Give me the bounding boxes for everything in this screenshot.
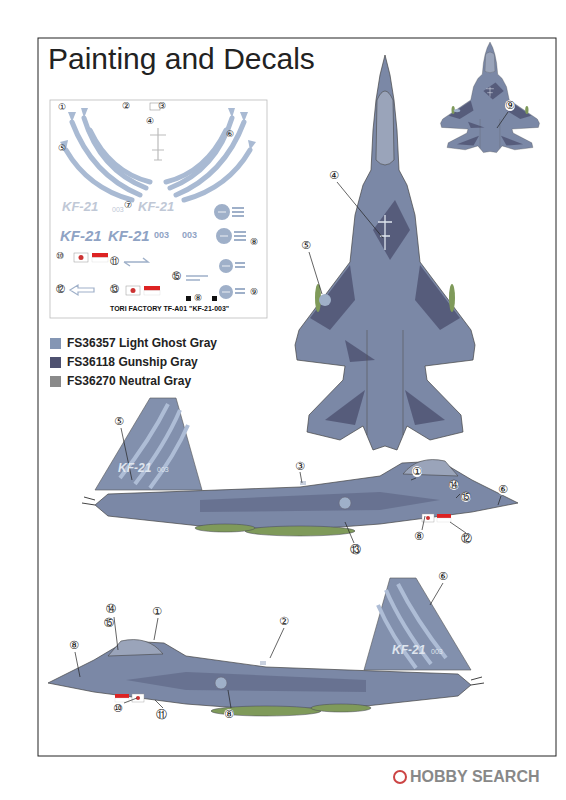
callout-number: ⑥ bbox=[438, 571, 448, 582]
callout-number: ⑤ bbox=[58, 144, 66, 153]
legend-swatch bbox=[50, 338, 61, 349]
decal-text: KF-21 bbox=[138, 200, 174, 213]
callout-number: ⑩ bbox=[56, 252, 64, 261]
callout-number: ⑭ bbox=[106, 604, 116, 614]
callout-number: ⑫ bbox=[461, 533, 472, 544]
callout-number: ⑤ bbox=[114, 416, 124, 427]
callout-number: ⑪ bbox=[156, 709, 167, 720]
legend-text: FS36270 Neutral Gray bbox=[67, 375, 191, 387]
legend-row: FS36118 Gunship Gray bbox=[50, 355, 181, 369]
callout-number: ③ bbox=[158, 102, 166, 111]
callout-number: ① bbox=[58, 103, 66, 112]
callout-number: ⑮ bbox=[104, 618, 114, 628]
legend-row: FS36357 Light Ghost Gray bbox=[50, 336, 200, 350]
callout-number: ① bbox=[152, 606, 162, 617]
legend-row: FS36270 Neutral Gray bbox=[50, 374, 174, 388]
callout-number: ⑪ bbox=[110, 257, 119, 266]
callout-number: ⑫ bbox=[56, 285, 65, 294]
callout-number: ⑮ bbox=[461, 492, 471, 502]
decal-text: 003 bbox=[182, 231, 197, 240]
aircraft-top-view bbox=[295, 55, 475, 450]
marking-text: KF-21 bbox=[392, 644, 425, 656]
legend-swatch bbox=[50, 357, 61, 368]
decal-text: 003 bbox=[112, 206, 124, 213]
callout-number: ⑮ bbox=[172, 272, 181, 281]
marking-text: 003 bbox=[157, 466, 169, 473]
decal-sheet: ①②③④⑤⑥KF-21003⑦KF-21KF-21KF-21003003⑧⑩⑪⑨… bbox=[50, 100, 267, 318]
marking-text: 003 bbox=[431, 648, 443, 655]
legend-swatch bbox=[50, 376, 61, 387]
callout-number: ④ bbox=[146, 117, 154, 126]
decal-text: TORI FACTORY TF-A01 "KF-21-003" bbox=[110, 305, 229, 312]
watermark: HOBBY SEARCH bbox=[410, 769, 540, 785]
callout-number: ⑨ bbox=[505, 100, 515, 111]
title: Painting and Decals bbox=[48, 44, 315, 74]
callout-number: ⑧ bbox=[69, 640, 79, 651]
callout-number: ⑩ bbox=[113, 703, 123, 714]
legend-text: FS36118 Gunship Gray bbox=[67, 356, 198, 368]
marking-text: KF-21 bbox=[118, 462, 151, 474]
callout-number: ⑦ bbox=[124, 201, 132, 210]
callout-number: ② bbox=[279, 616, 289, 627]
callout-number: ① bbox=[412, 466, 422, 477]
callout-number: ⑤ bbox=[301, 240, 311, 251]
callout-number: ⑧ bbox=[250, 238, 258, 247]
callout-number: ⑧ bbox=[224, 709, 234, 720]
callout-number: ⑧ bbox=[414, 531, 424, 542]
callout-number: ③ bbox=[295, 461, 305, 472]
decal-text: KF-21 bbox=[62, 200, 98, 213]
callout-number: ⑭ bbox=[449, 480, 459, 490]
decal-text: KF-21 bbox=[60, 228, 102, 243]
aircraft-top-view bbox=[441, 42, 540, 153]
decal-text: KF-21 bbox=[108, 228, 150, 243]
callout-number: ② bbox=[122, 102, 130, 111]
decal-text: 003 bbox=[154, 231, 169, 240]
callout-number: ⑬ bbox=[350, 544, 361, 555]
legend-text: FS36357 Light Ghost Gray bbox=[67, 337, 217, 349]
callout-number: ⑥ bbox=[498, 484, 508, 495]
callout-number: ⑥ bbox=[226, 130, 234, 139]
callout-number: ⑬ bbox=[110, 285, 119, 294]
callout-number: ④ bbox=[329, 170, 339, 181]
callout-number: ⑨ bbox=[250, 288, 258, 297]
callout-number: ⑧ bbox=[194, 294, 202, 303]
